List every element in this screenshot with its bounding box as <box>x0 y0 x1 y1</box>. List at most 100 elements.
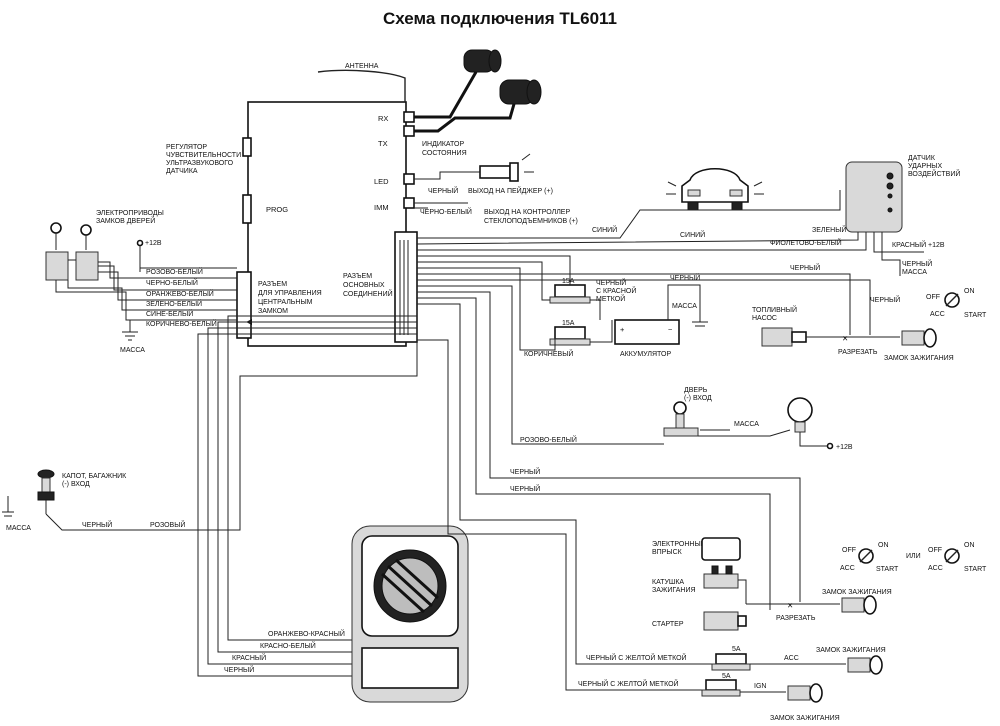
diagram-title: Схема подключения TL6011 <box>383 9 617 28</box>
orange-red-wire-label: ОРАНЖЕВО-КРАСНЫЙ <box>268 629 345 638</box>
ignition-key-diagram-1: OFF ON ACC START <box>926 288 987 319</box>
ground-label-door: МАССА <box>734 421 759 428</box>
door-input-label: ДВЕРЬ (-) ВХОД <box>684 387 712 402</box>
black-wire-label-fuel: ЧЕРНЫЙ <box>790 263 820 272</box>
ignition-key-diagram-2: OFF ON ACC START <box>840 542 899 573</box>
imm-port-label: IMM <box>374 203 389 212</box>
red-wire-label: КРАСНЫЙ <box>892 240 926 249</box>
black-wire-label-fuel-2: ЧЕРНЫЙ <box>870 295 900 304</box>
shock-sensor: ДАТЧИК УДАРНЫХ ВОЗДЕЙСТВИЙ ЗЕЛЕНЫЙ ФИОЛЕ… <box>416 155 960 276</box>
ignition-lock-label-1: ЗАМОК ЗАЖИГАНИЯ <box>884 355 954 362</box>
lock-wire-label: ЧЕРНО-БЕЛЫЙ <box>146 278 198 287</box>
hood-trunk-switch: КАПОТ, БАГАЖНИК (-) ВХОД МАССА ЧЕРНЫЙ РО… <box>2 310 418 532</box>
black-yellow-mark-label-1: ЧЕРНЫЙ С ЖЕЛТОЙ МЕТКОЙ <box>586 653 687 662</box>
ground-label-battery: МАССА <box>672 303 697 310</box>
acc-ign-outputs: ЧЕРНЫЙ С ЖЕЛТОЙ МЕТКОЙ ЧЕРНЫЙ С ЖЕЛТОЙ М… <box>417 303 886 722</box>
coil-label: КАТУШКА ЗАЖИГАНИЯ <box>652 579 696 594</box>
lock-wire-labels: РОЗОВО-БЕЛЫЙ ЧЕРНО-БЕЛЫЙ ОРАНЖЕВО-БЕЛЫЙ … <box>146 267 217 328</box>
pink-wire-label: РОЗОВЫЙ <box>150 520 185 529</box>
ultrasonic-regulator-label: РЕГУЛЯТОР ЧУВСТВИТЕЛЬНОСТИ УЛЬТРАЗВУКОВО… <box>166 144 243 175</box>
lock-wire-label: КОРИЧНЕВО-БЕЛЫЙ <box>146 319 217 328</box>
siren: ОРАНЖЕВО-КРАСНЫЙ КРАСНО-БЕЛЫЙ КРАСНЫЙ ЧЕ… <box>224 525 469 703</box>
off-label-2: OFF <box>842 547 856 554</box>
fuse-15a-label-1: 15А <box>562 278 575 285</box>
fuel-pump-label: ТОПЛИВНЫЙ НАСОС <box>752 305 799 322</box>
cut-label-starter: РАЗРЕЗАТЬ <box>776 615 816 622</box>
pager-output-label: ВЫХОД НА ПЕЙДЖЕР (+) <box>468 186 553 195</box>
blue-wire-label-2: СИНИЙ <box>680 230 705 239</box>
connector-locks-label: РАЗЪЕМ ДЛЯ УПРАВЛЕНИЯ ЦЕНТРАЛЬНЫМ ЗАМКОМ <box>258 281 324 315</box>
start-label: START <box>964 312 987 319</box>
lock-wire-label: ЗЕЛЕНО-БЕЛЫЙ <box>146 299 202 308</box>
acc-label: ACC <box>930 311 945 318</box>
red-white-wire-label: КРАСНО-БЕЛЫЙ <box>260 641 316 650</box>
start-label-3: START <box>964 566 987 573</box>
door-lock-actuators: ЭЛЕКТРОПРИВОДЫ ЗАМКОВ ДВЕРЕЙ +12В МАССА <box>45 210 237 354</box>
status-led-label: ИНДИКАТОР СОСТОЯНИЯ <box>422 141 467 157</box>
door-switch-circuit: ДВЕРЬ (-) ВХОД МАССА РОЗОВО-БЕЛЫЙ +12В <box>417 285 853 451</box>
black-wire-label-hood: ЧЕРНЫЙ <box>82 520 112 529</box>
antenna: АНТЕННА <box>317 63 406 102</box>
brown-wire-label: КОРИЧНЕВЫЙ <box>524 349 573 358</box>
acc-short-label: ACC <box>784 655 799 662</box>
pink-white-wire-label: РОЗОВО-БЕЛЫЙ <box>520 435 577 444</box>
black-wire-label-siren: ЧЕРНЫЙ <box>224 665 254 674</box>
power-supply: 15А 15А ЧЕРНЫЙ С КРАСНОЙ МЕТКОЙ ЧЕРНЫЙ М… <box>417 255 708 358</box>
window-wire-label: ЧЕРНО-БЕЛЫЙ <box>420 207 472 216</box>
lock-wire-label: ОРАНЖЕВО-БЕЛЫЙ <box>146 289 214 298</box>
red-plus12-label: +12В <box>928 242 945 249</box>
ignition-key-diagram-3: OFF ON ACC START <box>928 542 987 573</box>
violet-white-wire-label: ФИОЛЕТОВО-БЕЛЫЙ <box>770 238 842 247</box>
ign-short-label: IGN <box>754 683 766 690</box>
rx-port-label: RX <box>378 114 388 123</box>
ground-label-locks: МАССА <box>120 347 145 354</box>
battery-label: АККУМУЛЯТОР <box>620 351 671 358</box>
green-wire-label: ЗЕЛЕНЫЙ <box>812 225 846 234</box>
door-actuators-label: ЭЛЕКТРОПРИВОДЫ ЗАМКОВ ДВЕРЕЙ <box>96 210 166 225</box>
plus12-lamp-label: +12В <box>836 444 853 451</box>
ground-label-hood: МАССА <box>6 525 31 532</box>
starter-circuit: ЭЛЕКТРОННЫЙ ВПРЫСК КАТУШКА ЗАЖИГАНИЯ СТА… <box>652 537 892 631</box>
on-label: ON <box>964 288 975 295</box>
on-label-2: ON <box>878 542 889 549</box>
svg-text:−: − <box>668 325 673 334</box>
cut-label-fuel: РАЗРЕЗАТЬ <box>838 349 878 356</box>
ignition-lock-label-4: ЗАМОК ЗАЖИГАНИЯ <box>770 715 840 722</box>
plus12-label: +12В <box>145 240 162 247</box>
fuel-pump-circuit: ЧЕРНЫЙ ЧЕРНЫЙ ТОПЛИВНЫЙ НАСОС ✕ РАЗРЕЗАТ… <box>417 263 954 362</box>
prog-label: PROG <box>266 205 288 214</box>
car-lights <box>666 168 764 211</box>
fuse-5a-label-2: 5А <box>722 673 731 680</box>
off-label: OFF <box>926 294 940 301</box>
black-ground-label: ЧЕРНЫЙ МАССА <box>902 259 934 276</box>
black-wire-label-ign-1: ЧЕРНЫЙ <box>510 467 540 476</box>
red-wire-label-siren: КРАСНЫЙ <box>232 653 266 662</box>
starter-label: СТАРТЕР <box>652 621 684 628</box>
connector-main-label: РАЗЪЕМ ОСНОВНЫХ СОЕДИНЕНИЙ <box>343 273 393 298</box>
main-control-unit: RX TX LED IMM PROG РАЗЪЕМ ДЛЯ УПРАВЛЕНИЯ… <box>236 101 418 347</box>
svg-text:✕: ✕ <box>787 601 793 610</box>
on-label-3: ON <box>964 542 975 549</box>
ignition-lock-label-3: ЗАМОК ЗАЖИГАНИЯ <box>816 647 886 654</box>
hood-trunk-label: КАПОТ, БАГАЖНИК (-) ВХОД <box>62 473 128 488</box>
fuse-15a-label-2: 15А <box>562 320 575 327</box>
ignition-lock-label-2: ЗАМОК ЗАЖИГАНИЯ <box>822 589 892 596</box>
led-port-label: LED <box>374 177 389 186</box>
lock-wire-label: РОЗОВО-БЕЛЫЙ <box>146 267 203 276</box>
status-led: ИНДИКАТОР СОСТОЯНИЯ <box>414 141 534 182</box>
blue-wire-label: СИНИЙ <box>592 225 617 234</box>
shock-sensor-label: ДАТЧИК УДАРНЫХ ВОЗДЕЙСТВИЙ <box>908 155 960 178</box>
antenna-label: АНТЕННА <box>345 63 379 70</box>
or-label: ИЛИ <box>906 553 921 560</box>
efi-label: ЭЛЕКТРОННЫЙ ВПРЫСК <box>652 539 708 556</box>
black-red-mark-label: ЧЕРНЫЙ С КРАСНОЙ МЕТКОЙ <box>596 278 638 303</box>
start-label-2: START <box>876 566 899 573</box>
off-label-3: OFF <box>928 547 942 554</box>
pager-wire-label: ЧЕРНЫЙ <box>428 186 458 195</box>
tx-port-label: TX <box>378 139 388 148</box>
ultrasonic-sensors <box>414 49 542 133</box>
svg-text:✕: ✕ <box>842 334 848 343</box>
acc-label-2: ACC <box>840 565 855 572</box>
window-output-label: ВЫХОД НА КОНТРОЛЛЕР СТЕКЛОПОДЪЕМНИКОВ (+… <box>484 209 578 225</box>
